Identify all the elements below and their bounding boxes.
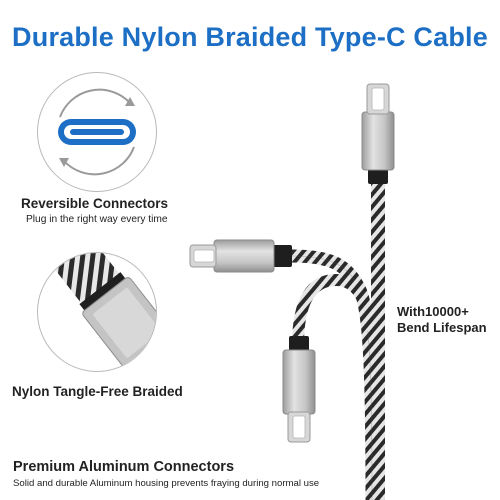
braided-connector-closeup-icon [49, 253, 156, 367]
reversible-subtitle: Plug in the right way every time [26, 214, 168, 225]
braided-title: Nylon Tangle-Free Braided [12, 384, 183, 399]
reversible-connector-badge [37, 72, 157, 192]
reversible-title: Reversible Connectors [21, 196, 169, 211]
bend-line-2: Bend Lifespan [397, 320, 487, 335]
page-title: Durable Nylon Braided Type-C Cable [12, 22, 488, 52]
loop-cable [282, 273, 378, 443]
reversible-arrows-icon [58, 88, 136, 176]
braided-cable-badge [37, 252, 157, 372]
aluminum-subtitle: Solid and durable Aluminum housing preve… [13, 478, 320, 489]
bend-lifespan-label: With10000+ Bend Lifespan [397, 304, 487, 336]
curved-cable [189, 239, 379, 500]
bend-line-1: With10000+ [397, 304, 469, 319]
aluminum-title: Premium Aluminum Connectors [13, 459, 235, 475]
